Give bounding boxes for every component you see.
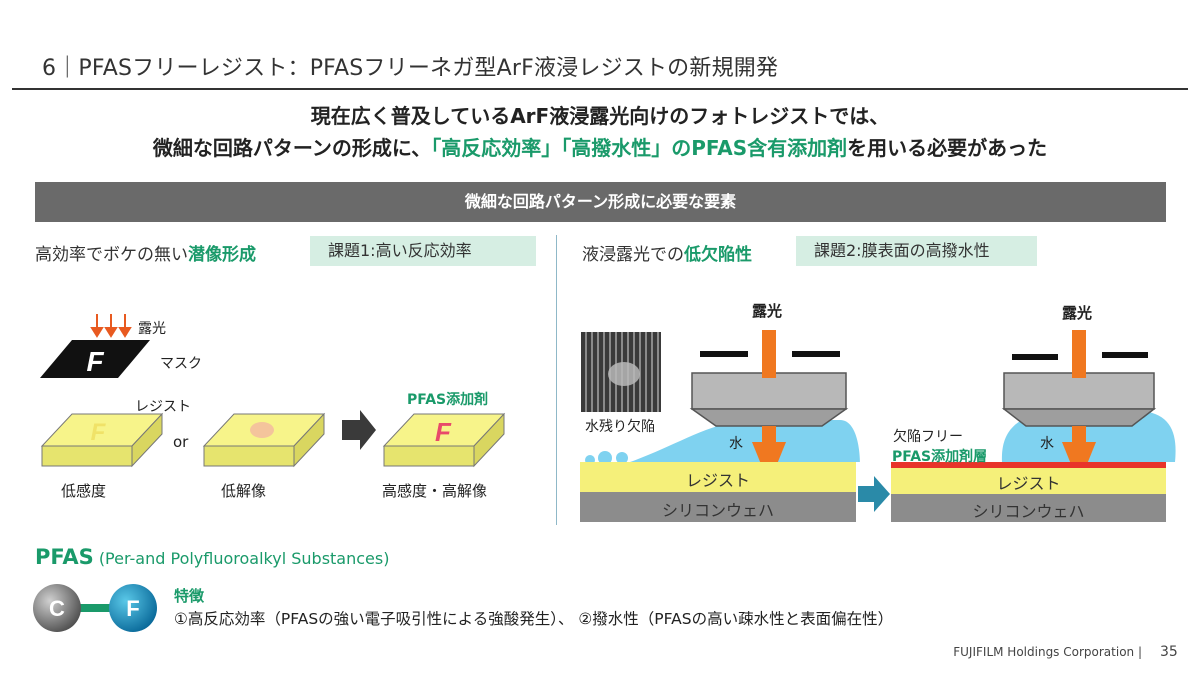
cf-molecule-icon: C F [33,584,157,632]
pfas-additive-label: PFAS添加剤 [407,392,489,408]
page-number: 35 [1160,644,1178,660]
lens-2 [1001,372,1157,427]
left-resist-label: レジスト [135,399,191,415]
mask-label: マスク [160,356,202,372]
left-pill: 課題1:高い反応効率 [310,236,536,266]
resist-layer-2 [891,468,1166,494]
right-exposure-label-2: 露光 [1062,304,1093,322]
feature-text: ①高反応効率（PFASの強い電子吸引性による強酸発生）、 ②撥水性（PFASの高… [174,610,894,628]
latent-image-diagram: F F F [40,314,506,468]
column-divider [556,235,557,525]
immersion-diagram [580,330,1176,522]
right-heading-pre: 液浸露光での [582,245,684,265]
or-label: or [173,433,189,451]
resist-label-2: レジスト [996,474,1061,493]
label-high-sens-res: 高感度・高解像 [382,482,488,500]
wafer-label-1: シリコンウェハ [661,501,774,520]
lens-1 [689,372,849,427]
atom-c: C [49,596,65,621]
resist-block-pfas: F [382,412,506,468]
svg-text:F: F [91,419,107,446]
pfas-name: PFAS (Per-and Polyfluoroalkyl Substances… [35,545,389,569]
svg-text:F: F [435,417,452,447]
resist-layer-1 [580,462,856,492]
resist-block-low-sensitivity: F [40,412,164,468]
water-label-1: 水 [729,436,743,452]
wafer-layer-1 [580,492,856,522]
left-heading-green: 潜像形成 [188,245,256,265]
label-low-resolution: 低解像 [221,482,267,500]
water-spread-1 [630,420,860,462]
exposure-beam-2 [1072,330,1086,378]
right-heading: 液浸露光での低欠陥性 [582,240,752,265]
headline-line2-pre: 微細な回路パターンの形成に、 [152,136,432,160]
right-exposure-label-1: 露光 [752,302,783,320]
right-heading-green: 低欠陥性 [684,245,752,265]
headline-line2-green: 「高反応効率」「高撥水性」のPFAS含有添加剤 [431,136,848,160]
right-pill: 課題2:膜表面の高撥水性 [796,236,1037,266]
headline-line2-post: を用いる必要があった [847,136,1048,160]
process-arrow-icon [342,410,376,450]
mask-shape [40,340,150,378]
title-rule [12,88,1188,90]
pfas-name-full: (Per-and Polyfluoroalkyl Substances) [98,549,390,568]
pfas-layer [891,462,1166,468]
headline-line2: 微細な回路パターンの形成に、「高反応効率」「高撥水性」のPFAS含有添加剤を用い… [0,132,1200,161]
resist-label-1: レジスト [685,471,750,490]
sem-image [581,332,661,412]
slide-title: 6｜PFASフリーレジスト：PFASフリーネガ型ArF液浸レジストの新規開発 [42,56,779,81]
resist-block-low-resolution [202,412,326,468]
label-low-sensitivity: 低感度 [61,482,107,500]
water-label-2: 水 [1040,436,1054,452]
atom-f: F [126,596,139,621]
transition-arrow-icon [858,476,890,512]
defect-free-label: 欠陥フリー [893,429,963,445]
section-bar: 微細な回路パターン形成に必要な要素 [35,182,1166,222]
mask-letter: F [86,346,104,377]
wafer-layer-2 [891,494,1166,522]
left-exposure-label: 露光 [138,321,166,337]
wafer-label-2: シリコンウェハ [972,502,1085,521]
exposure-beam-1 [762,330,776,378]
left-heading-pre: 高効率でボケの無い [35,245,188,265]
pfas-layer-label: PFAS添加剤層 [892,449,988,465]
feature-title: 特徴 [174,587,205,605]
footer-company: FUJIFILM Holdings Corporation | [953,645,1142,659]
headline-line1: 現在広く普及しているArF液浸露光向けのフォトレジストでは、 [310,104,890,128]
water-defect-label: 水残り欠陥 [585,419,655,435]
exposure-arrows-icon [90,314,132,338]
pfas-name-abbr: PFAS [35,545,94,569]
left-heading: 高効率でボケの無い潜像形成 [35,240,256,265]
